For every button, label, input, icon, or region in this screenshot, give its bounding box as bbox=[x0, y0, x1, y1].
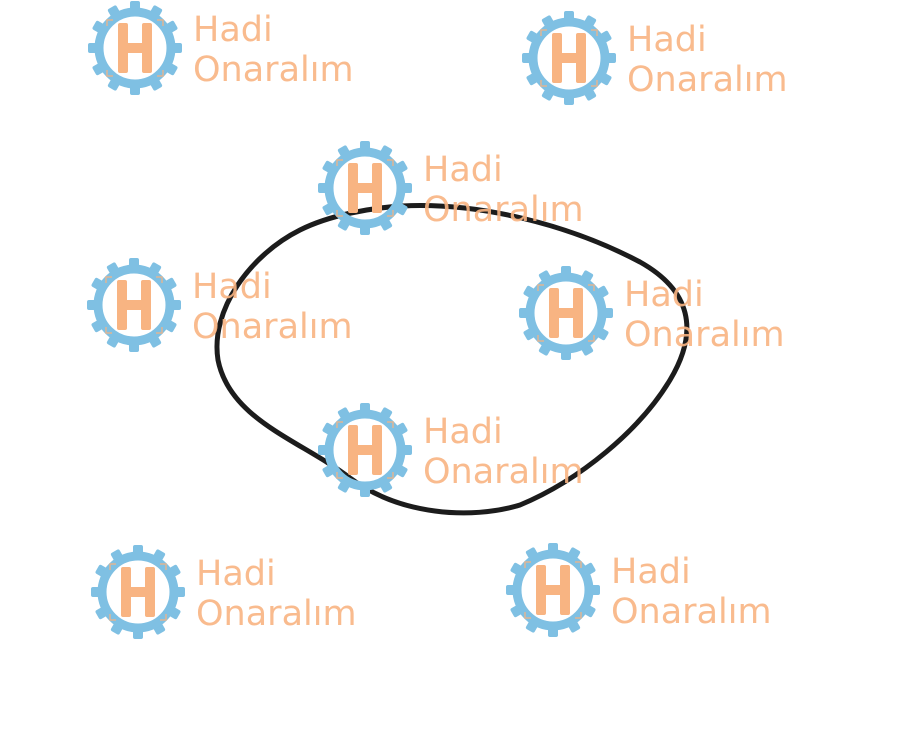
watermark-line2: Onaralım bbox=[196, 594, 357, 634]
watermark-line2: Onaralım bbox=[193, 50, 354, 90]
watermark-line1: Hadi bbox=[423, 150, 503, 190]
gear-h-logo-icon bbox=[506, 543, 600, 637]
watermark-line2: Onaralım bbox=[423, 190, 584, 230]
watermark: Hadi Onaralım bbox=[318, 141, 584, 235]
watermark: Hadi Onaralım bbox=[506, 543, 772, 637]
watermark-line1: Hadi bbox=[192, 267, 272, 307]
watermark: Hadi Onaralım bbox=[87, 258, 353, 352]
watermark: Hadi Onaralım bbox=[522, 11, 788, 105]
gear-h-logo-icon bbox=[318, 403, 412, 497]
watermark-line1: Hadi bbox=[193, 10, 273, 50]
watermark-line2: Onaralım bbox=[624, 315, 785, 355]
watermark-line1: Hadi bbox=[423, 412, 503, 452]
watermark-line2: Onaralım bbox=[611, 592, 772, 632]
watermark-line2: Onaralım bbox=[423, 452, 584, 492]
watermark: Hadi Onaralım bbox=[91, 545, 357, 639]
gear-h-logo-icon bbox=[87, 258, 181, 352]
watermark: Hadi Onaralım bbox=[519, 266, 785, 360]
o-ring bbox=[214, 203, 690, 516]
gear-h-logo-icon bbox=[519, 266, 613, 360]
watermark-line1: Hadi bbox=[611, 552, 691, 592]
gear-h-logo-icon bbox=[318, 141, 412, 235]
watermark: Hadi Onaralım bbox=[88, 1, 354, 95]
watermark-line2: Onaralım bbox=[192, 307, 353, 347]
watermark-line1: Hadi bbox=[196, 554, 276, 594]
watermark: Hadi Onaralım bbox=[318, 403, 584, 497]
gear-h-logo-icon bbox=[522, 11, 616, 105]
watermark-line1: Hadi bbox=[627, 20, 707, 60]
gear-h-logo-icon bbox=[91, 545, 185, 639]
watermark-line1: Hadi bbox=[624, 275, 704, 315]
watermark-line2: Onaralım bbox=[627, 60, 788, 100]
gear-h-logo-icon bbox=[88, 1, 182, 95]
